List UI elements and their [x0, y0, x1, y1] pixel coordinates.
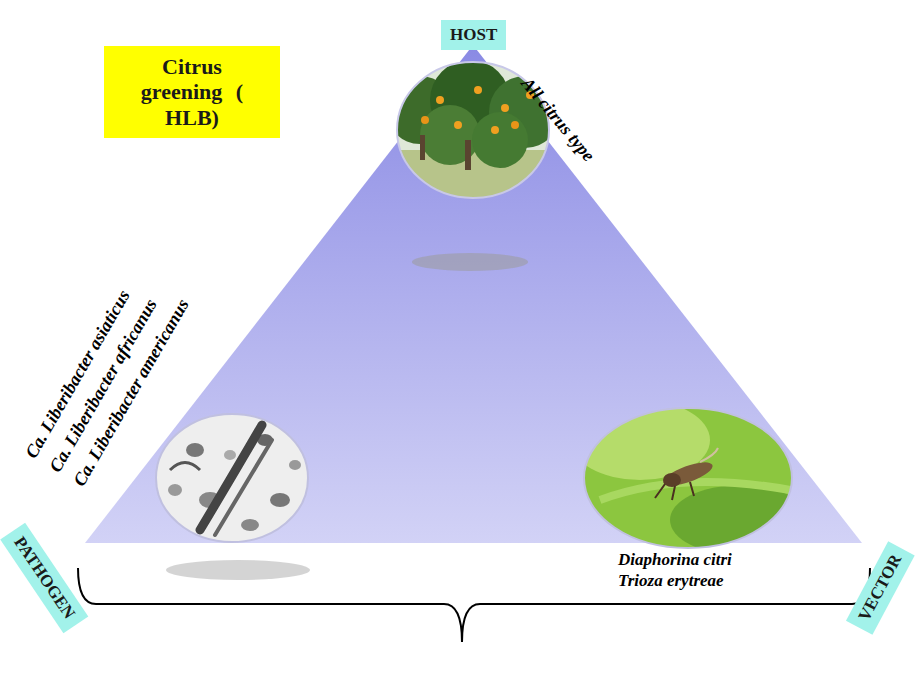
node-text: VECTOR [855, 551, 906, 624]
node-text: Citrus greening ( HLB) [116, 54, 268, 130]
shadow [166, 560, 310, 580]
bacteria-micrograph [150, 410, 315, 550]
vector-box: VECTOR [846, 541, 915, 635]
bracket [78, 568, 870, 642]
vector-label: Diaphorina citri [618, 551, 732, 568]
pathogen-box: PATHOGEN [1, 523, 89, 633]
psyllid-photo [570, 400, 810, 555]
shadow [412, 253, 528, 271]
node-text: HOST [450, 25, 497, 45]
vector-label: Trioza erytreae [618, 572, 724, 589]
node-text: PATHOGEN [10, 533, 79, 622]
host-box: HOST [441, 20, 506, 50]
title-box: Citrus greening ( HLB) [104, 46, 280, 138]
